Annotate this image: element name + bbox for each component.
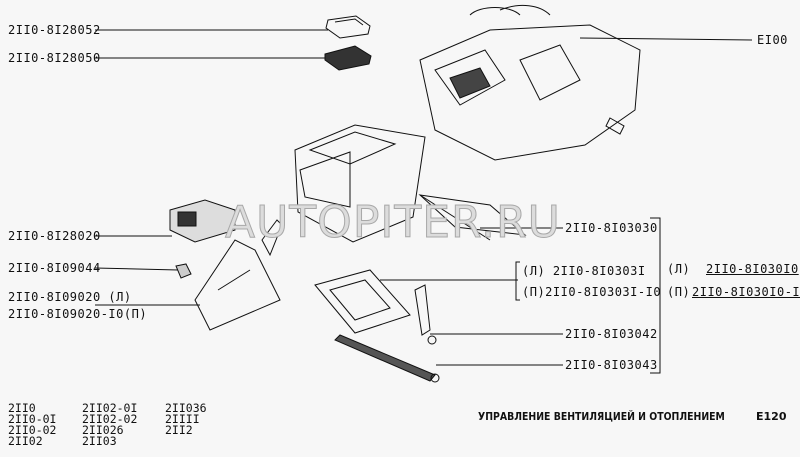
model-code: 2IIII	[165, 412, 200, 426]
watermark: AUTOPITER.RU	[225, 197, 561, 249]
model-code: 2II03	[82, 434, 117, 448]
part-8103031	[314, 269, 411, 334]
model-code: 2II026	[82, 423, 124, 437]
label-8103031-10: (П)2II0-8I0303I-I0	[522, 285, 662, 299]
model-list-col-3: 2II036 2IIII 2II2	[165, 401, 207, 437]
label-8103030: 2II0-8I03030	[565, 221, 658, 235]
page-code: E120	[756, 410, 787, 423]
part-8128020	[169, 199, 236, 243]
model-code: 2II0-0I	[8, 412, 57, 426]
part-8103030	[418, 194, 527, 241]
label-8128020: 2II0-8I28020	[8, 229, 101, 243]
heater-unit-e100	[419, 4, 641, 161]
side-right-label: (П)	[667, 285, 691, 299]
model-code: 2II0	[8, 401, 36, 415]
label-8103031: (Л) 2II0-8I0303I	[522, 264, 646, 278]
model-code: 2II036	[165, 401, 207, 415]
label-8103010: 2II0-8I030I0	[706, 262, 799, 276]
model-list-col-1: 2II0 2II0-0I 2II0-02 2II02	[8, 401, 57, 448]
label-8128052: 2II0-8I28052	[8, 23, 101, 37]
side-left-label: (Л)	[667, 262, 691, 276]
model-code: 2II2	[165, 423, 193, 437]
part-8109044	[175, 263, 192, 279]
label-8109044: 2II0-8I09044	[8, 261, 101, 275]
part-8103043	[334, 334, 440, 383]
label-8128050: 2II0-8I28050	[8, 51, 101, 65]
label-8109020-10: 2II0-8I09020-I0(П)	[8, 307, 148, 321]
model-list-col-2: 2II02-0I 2II02-02 2II026 2II03	[82, 401, 138, 448]
air-duct	[294, 124, 426, 243]
model-code: 2II02-02	[82, 412, 138, 426]
label-8109020: 2II0-8I09020 (Л)	[8, 290, 132, 304]
label-8103043: 2II0-8I03043	[565, 358, 658, 372]
part-8128050	[324, 45, 372, 71]
model-code: 2II02-0I	[82, 401, 138, 415]
diagram-title: УПРАВЛЕНИЕ ВЕНТИЛЯЦИЕЙ И ОТОПЛЕНИЕМ	[478, 410, 725, 423]
label-8103042: 2II0-8I03042	[565, 327, 658, 341]
label-8103010-10: 2II0-8I030I0-I0	[692, 285, 800, 299]
part-8128052	[325, 15, 371, 39]
part-8109020	[194, 219, 283, 331]
label-e100: EI00	[757, 33, 788, 47]
model-code: 2II0-02	[8, 423, 57, 437]
part-8103042	[414, 284, 437, 345]
leader-lines	[94, 29, 753, 374]
model-code: 2II02	[8, 434, 43, 448]
